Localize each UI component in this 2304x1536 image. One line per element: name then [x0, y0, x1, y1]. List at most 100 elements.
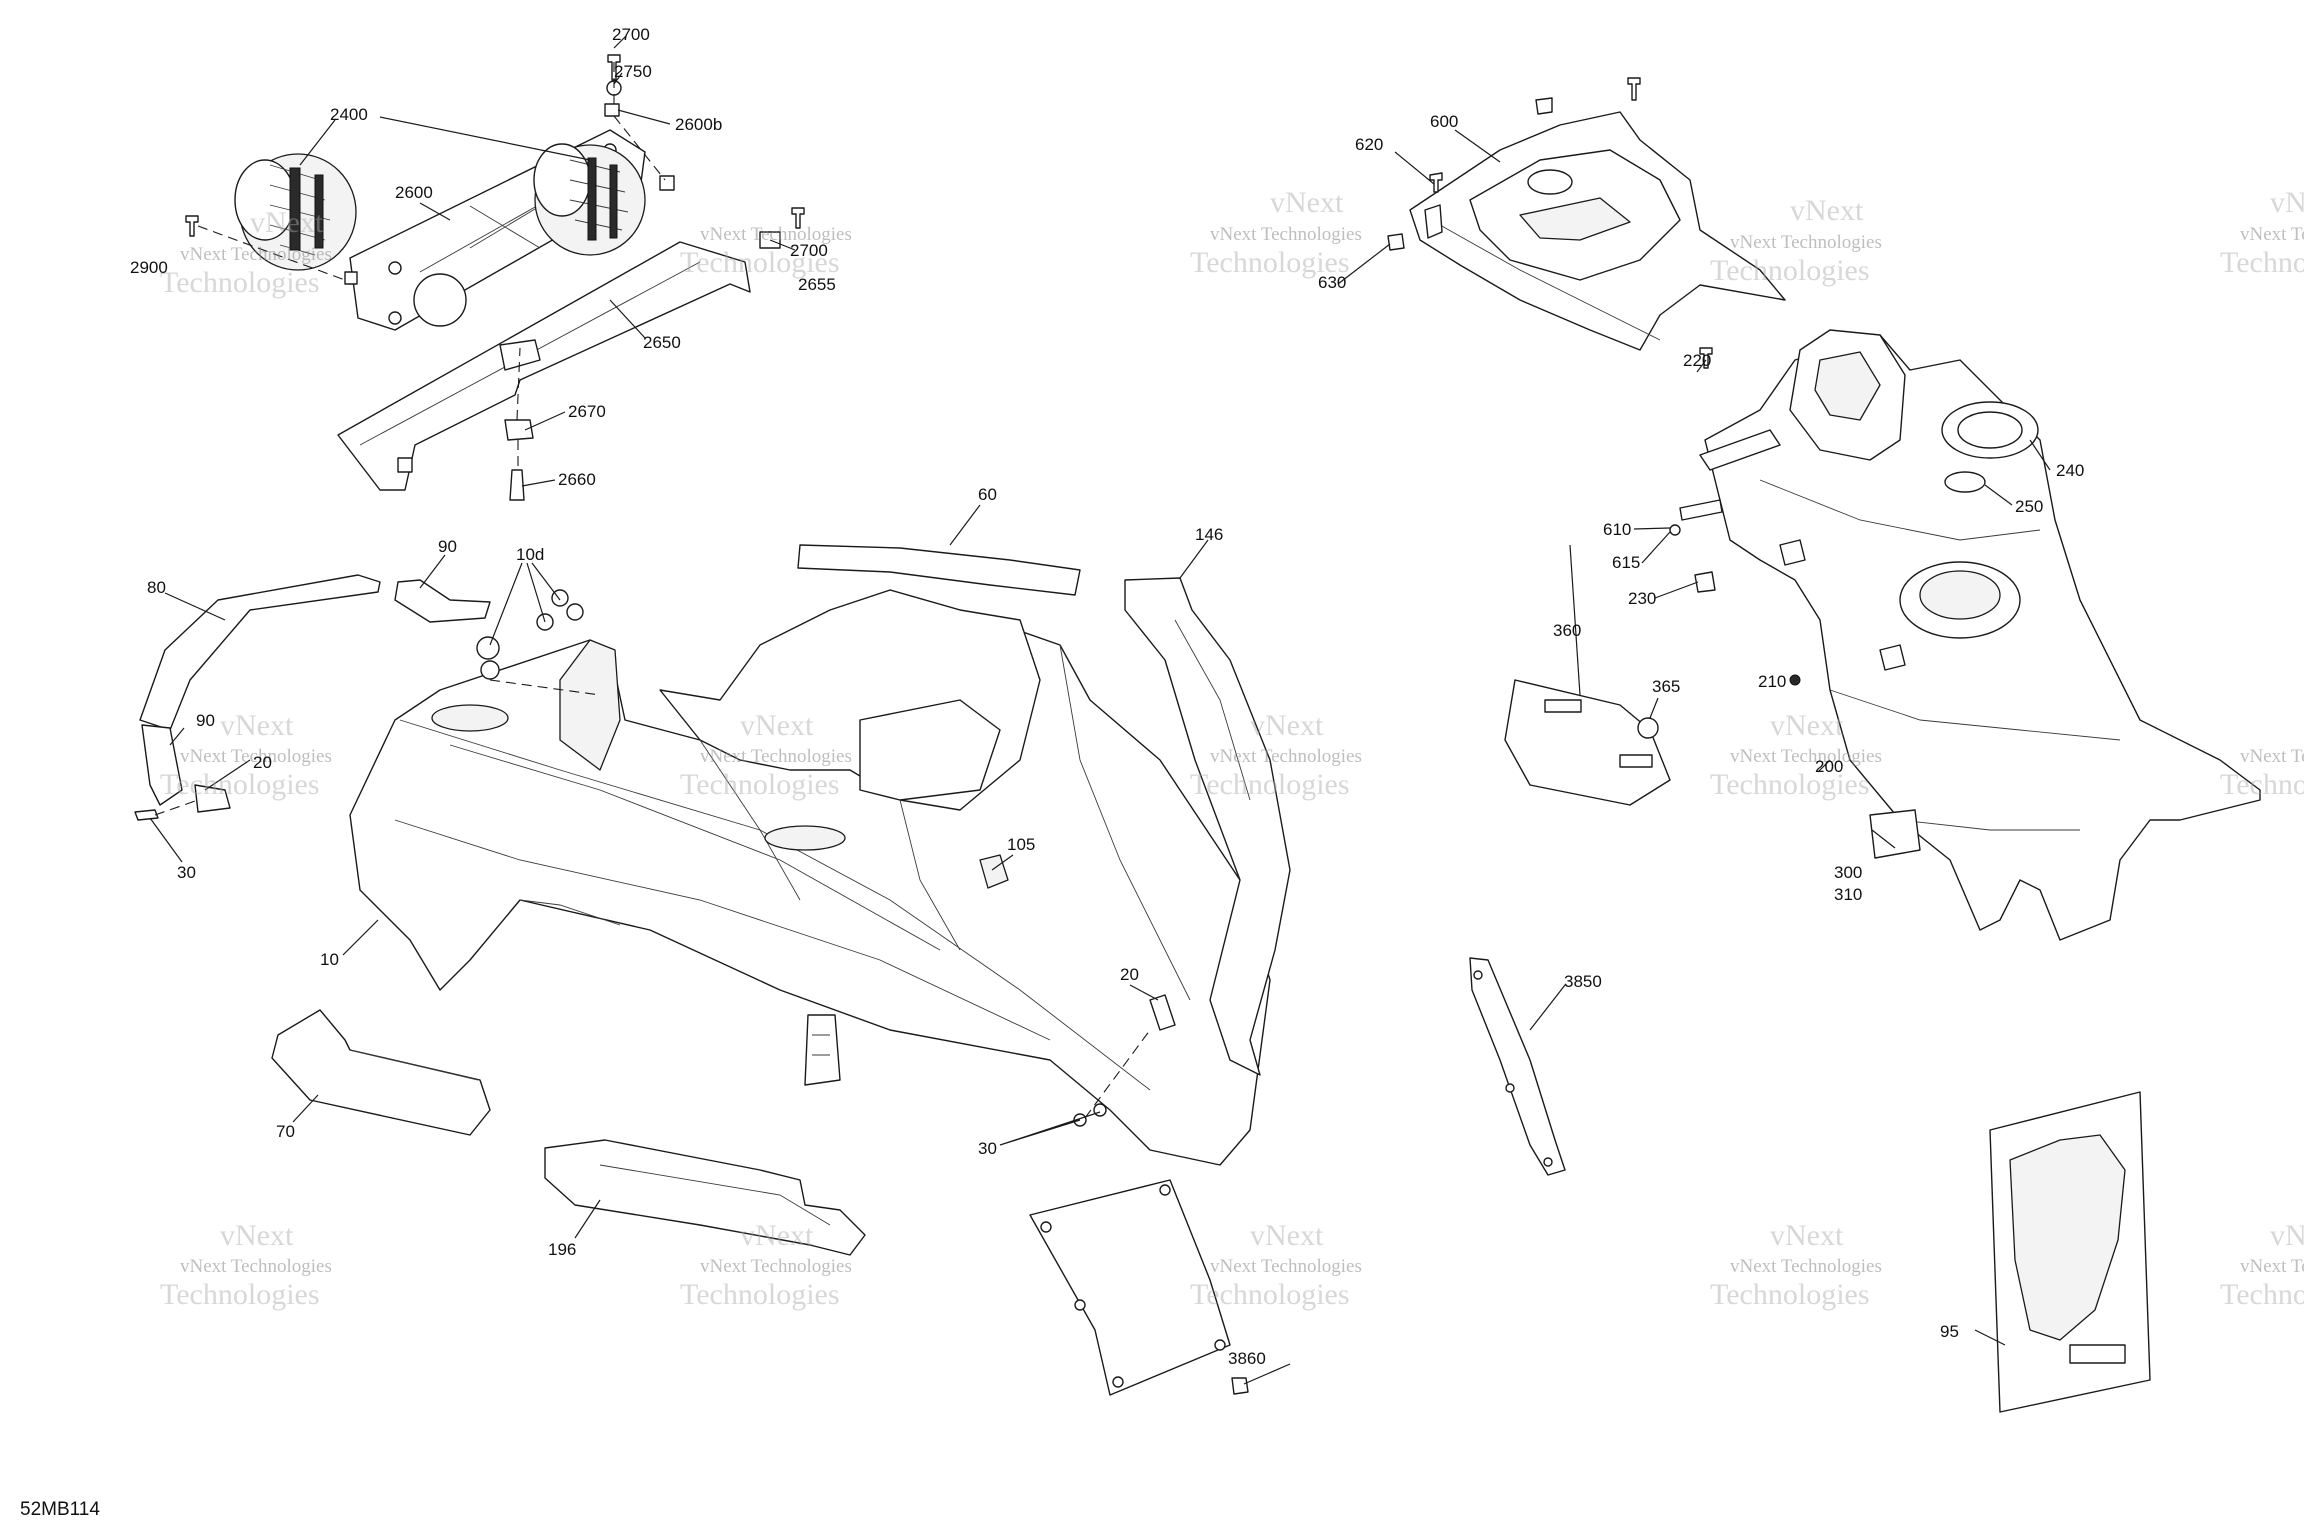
nut-2670 — [504, 419, 534, 441]
watermark-text: vNext Technologies — [2240, 1256, 2304, 1277]
watermark-text: Technologies — [680, 246, 840, 279]
callout-label: 2655 — [798, 275, 836, 294]
headlight-assembly — [185, 54, 805, 501]
seat-base-200 — [1669, 329, 2261, 941]
headlight-right — [533, 143, 646, 256]
trim-90 — [394, 579, 491, 623]
watermark-text: vNext — [220, 1219, 294, 1252]
callout-label: 250 — [2015, 497, 2043, 516]
callout-label: 30 — [978, 1139, 997, 1158]
watermark-text: Technologies — [160, 768, 320, 801]
trim-20 — [194, 784, 231, 813]
callout-label: 30 — [177, 863, 196, 882]
watermarks: vNext Technologies Technologies vNext vN… — [160, 186, 2304, 1311]
clip-630 — [1387, 233, 1405, 251]
panel-196 — [544, 1139, 866, 1256]
leader-lines — [149, 35, 2051, 1385]
watermark-text: vNext Technologies — [1210, 746, 1362, 767]
watermark-text: Technologies — [680, 1278, 840, 1311]
watermark-text: vNext Technologies — [180, 746, 332, 767]
callout-label: 90 — [438, 537, 457, 556]
watermark-text: vNext Technologies — [1210, 224, 1362, 245]
screw-620 — [1429, 172, 1443, 193]
watermark-text: vNext Technologies — [1730, 232, 1882, 253]
watermark-text: Technologies — [1710, 1278, 1870, 1311]
callout-label: 2600b — [675, 115, 722, 134]
watermark-text: vNext Technologies — [180, 1256, 332, 1277]
headlight-left — [234, 153, 357, 271]
trim-90-left — [141, 724, 183, 806]
bracket-2650 — [337, 241, 751, 491]
watermark-text: vNext — [250, 206, 324, 239]
callout-label: 146 — [1195, 525, 1223, 544]
bracket-610 — [1679, 499, 1723, 521]
callout-label: 3860 — [1228, 1349, 1266, 1368]
callout-label: 2600 — [395, 183, 433, 202]
callout-label: 2900 — [130, 258, 168, 277]
watermark-text: vNext Technologies — [2240, 746, 2304, 767]
tray-600 — [1387, 77, 1786, 351]
callout-label: 196 — [548, 1240, 576, 1259]
callout-label: 95 — [1940, 1322, 1959, 1341]
watermark-text: Technologies — [160, 266, 320, 299]
watermark-text: vNext — [1770, 1219, 1844, 1252]
callout-label: 2750 — [614, 62, 652, 81]
callout-label: 610 — [1603, 520, 1631, 539]
callout-label: 310 — [1834, 885, 1862, 904]
fastener-10d — [476, 636, 500, 660]
callout-label: 2700 — [612, 25, 650, 44]
callout-label: 210 — [1758, 672, 1786, 691]
callout-label: 105 — [1007, 835, 1035, 854]
watermark-text: vNext — [1270, 186, 1344, 219]
seal-250 — [1944, 471, 1986, 493]
callout-label: 2660 — [558, 470, 596, 489]
watermark-text: Technologies — [2220, 1278, 2304, 1311]
trim-80 — [139, 574, 381, 731]
screw-2700-right — [791, 207, 805, 229]
watermark-text: vNext — [1250, 1219, 1324, 1252]
panel-70 — [271, 1009, 491, 1136]
watermark-text: vNext — [740, 1219, 814, 1252]
watermark-text: Technologies — [1190, 768, 1350, 801]
washer-615 — [1669, 524, 1681, 536]
grommet-365 — [1637, 717, 1659, 739]
nut-2600b — [604, 103, 620, 117]
watermark-text: vNext Technologies — [700, 224, 852, 245]
watermark-text: Technologies — [1710, 254, 1870, 287]
callout-label: 3850 — [1564, 972, 1602, 991]
callout-label: 630 — [1318, 273, 1346, 292]
callout-label: 80 — [147, 578, 166, 597]
callout-label: 20 — [253, 753, 272, 772]
watermark-text: vNext Technologies — [1210, 1256, 1362, 1277]
callout-label: 230 — [1628, 589, 1656, 608]
callout-label: 360 — [1553, 621, 1581, 640]
screw-30 — [134, 809, 159, 821]
callout-label: 2650 — [643, 333, 681, 352]
body-panel-10 — [349, 589, 1271, 1166]
watermark-text: Technologies — [2220, 246, 2304, 279]
watermark-text: vNext — [1770, 709, 1844, 742]
watermark-text: vNext Technologies — [1730, 746, 1882, 767]
callout-label: 600 — [1430, 112, 1458, 131]
callout-label: 20 — [1120, 965, 1139, 984]
callout-label: 615 — [1612, 553, 1640, 572]
watermark-text: vNext — [220, 709, 294, 742]
watermark-text: Technologies — [1190, 246, 1350, 279]
callout-label: 90 — [196, 711, 215, 730]
callout-label: 70 — [276, 1122, 295, 1141]
plate-3860 — [1029, 1179, 1231, 1396]
callout-label: 10 — [320, 950, 339, 969]
callout-label: 220 — [1683, 351, 1711, 370]
callout-label: 2400 — [330, 105, 368, 124]
callout-labels: 2700 2750 2400 2600b 2600 2900 2700 2655… — [130, 25, 2084, 1368]
watermark-text: vNext — [1790, 194, 1864, 227]
watermark-text: Technologies — [160, 1278, 320, 1311]
watermark-text: vNext — [2270, 1219, 2304, 1252]
diagram-code: 52MB114 — [20, 1499, 100, 1520]
callout-label: 2670 — [568, 402, 606, 421]
watermark-text: vNext Technologies — [2240, 224, 2304, 245]
bracket-360 — [1504, 679, 1671, 806]
label-300 — [1869, 809, 1921, 859]
nut-230 — [1694, 571, 1716, 593]
